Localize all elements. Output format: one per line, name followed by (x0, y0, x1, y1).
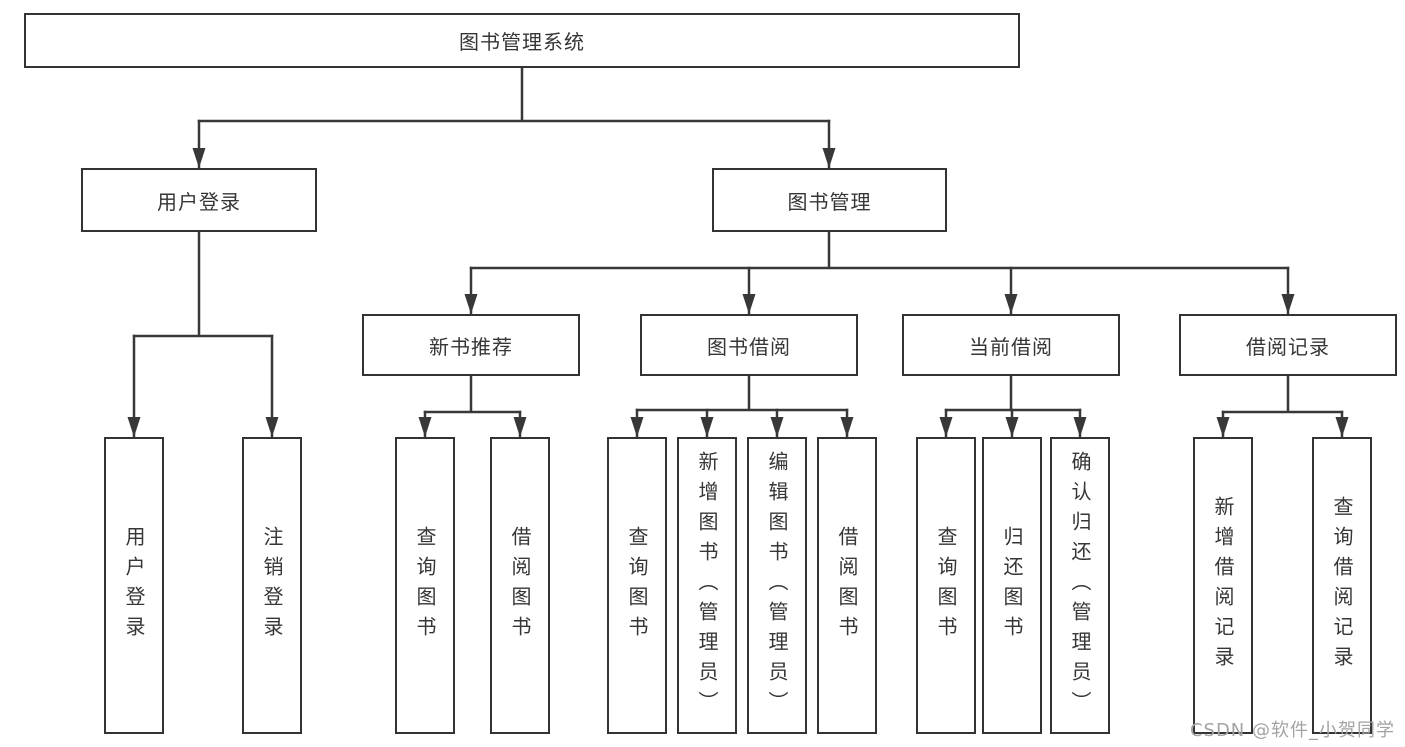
leaf-current-return-books-label: 归还图书 (1000, 525, 1024, 646)
leaf-records-add-record-label: 新增借阅记录 (1211, 495, 1235, 676)
leaf-new-book-query-books-label: 查询图书 (413, 525, 437, 646)
node-user-login: 用户登录 (81, 168, 317, 232)
leaf-new-book-borrow-books-label: 借阅图书 (508, 525, 532, 646)
node-root-system: 图书管理系统 (24, 13, 1020, 68)
node-book-borrow-label: 图书借阅 (707, 334, 791, 359)
leaf-current-query-books-label: 查询图书 (934, 525, 958, 646)
connector-user-login-trunk (132, 230, 274, 338)
node-borrow-records-label: 借阅记录 (1246, 334, 1330, 359)
node-root-label: 图书管理系统 (459, 30, 585, 54)
leaf-borrow-query-books-label: 查询图书 (625, 525, 649, 646)
leaf-current-return-books: 归还图书 (982, 437, 1042, 734)
leaf-records-query-record-label: 查询借阅记录 (1330, 495, 1354, 676)
leaf-borrow-edit-books-admin-label: 编辑图书（管理员） (765, 450, 789, 721)
leaf-current-confirm-return-admin: 确认归还（管理员） (1050, 437, 1110, 734)
node-new-book-recommend-label: 新书推荐 (429, 334, 513, 359)
node-book-management: 图书管理 (712, 168, 947, 232)
leaf-new-book-query-books: 查询图书 (395, 437, 455, 734)
leaf-records-add-record: 新增借阅记录 (1193, 437, 1253, 734)
csdn-watermark: CSDN @软件_小贺同学 (1189, 720, 1395, 741)
leaf-borrow-add-books-admin: 新增图书（管理员） (677, 437, 737, 734)
leaf-new-book-borrow-books: 借阅图书 (490, 437, 550, 734)
connector-current-trunk (944, 374, 1082, 412)
leaf-current-query-books: 查询图书 (916, 437, 976, 734)
connector-book-mgmt-trunk (469, 230, 1290, 270)
connector-book-borrow-trunk (635, 374, 849, 412)
node-current-borrow: 当前借阅 (902, 314, 1120, 376)
leaf-borrow-edit-books-admin: 编辑图书（管理员） (747, 437, 807, 734)
leaf-borrow-add-books-admin-label: 新增图书（管理员） (695, 450, 719, 721)
leaf-records-query-record: 查询借阅记录 (1312, 437, 1372, 734)
node-new-book-recommend: 新书推荐 (362, 314, 580, 376)
node-user-login-label: 用户登录 (157, 189, 241, 214)
node-current-borrow-label: 当前借阅 (969, 334, 1053, 359)
node-borrow-records: 借阅记录 (1179, 314, 1397, 376)
connector-root-trunk (197, 66, 831, 123)
leaf-borrow-borrow-books-label: 借阅图书 (835, 525, 859, 646)
leaf-logout: 注销登录 (242, 437, 302, 734)
leaf-logout-label: 注销登录 (260, 525, 284, 646)
leaf-current-confirm-return-admin-label: 确认归还（管理员） (1068, 450, 1092, 721)
node-book-management-label: 图书管理 (787, 189, 872, 214)
connector-records-trunk (1221, 374, 1344, 414)
node-book-borrow: 图书借阅 (640, 314, 858, 376)
leaf-borrow-borrow-books: 借阅图书 (817, 437, 877, 734)
connector-new-book-trunk (423, 374, 522, 414)
leaf-user-login-label: 用户登录 (122, 525, 146, 646)
leaf-borrow-query-books: 查询图书 (607, 437, 667, 734)
leaf-user-login: 用户登录 (104, 437, 164, 734)
